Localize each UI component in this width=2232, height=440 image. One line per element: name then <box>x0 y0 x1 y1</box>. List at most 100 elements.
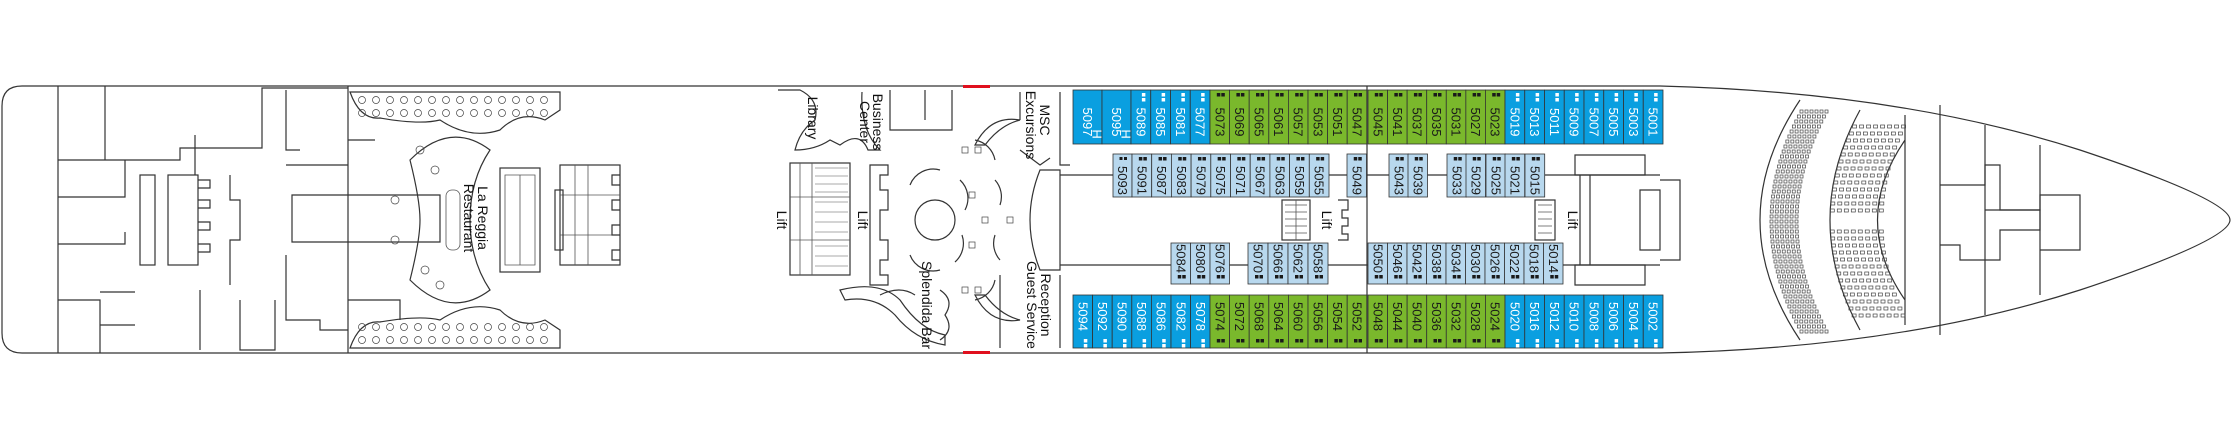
cabin-5041[interactable]: 5041 <box>1387 89 1408 145</box>
cabin-5052[interactable]: 5052 <box>1346 294 1368 349</box>
cabin-5031[interactable]: 5031 <box>1445 89 1467 145</box>
cabin-5026[interactable]: 5026 <box>1484 242 1505 285</box>
cabin-5011[interactable]: 5011 <box>1544 89 1565 145</box>
cabin-5018[interactable]: 5018 <box>1523 242 1544 285</box>
cabin-5080[interactable]: 5080 <box>1190 242 1211 285</box>
cabin-5032[interactable]: 5032 <box>1445 294 1467 349</box>
cabin-5045[interactable]: 5045 <box>1367 89 1388 145</box>
cabin-5082[interactable]: 5082 <box>1170 294 1192 349</box>
cabin-5005[interactable]: 5005 <box>1603 89 1624 145</box>
seat <box>1887 299 1893 304</box>
cabin-5038[interactable]: 5038 <box>1426 242 1447 285</box>
seat <box>1900 313 1906 318</box>
cabin-5058[interactable]: 5058 <box>1307 242 1329 285</box>
cabin-5067[interactable]: 5067 <box>1249 153 1271 198</box>
bed-icon <box>1141 93 1146 102</box>
cabin-5072[interactable]: 5072 <box>1229 294 1250 349</box>
cabin-5020[interactable]: 5020 <box>1504 294 1526 349</box>
cabin-5089[interactable]: 5089 <box>1130 89 1152 145</box>
cabin-5060[interactable]: 5060 <box>1288 294 1309 349</box>
cabin-5059[interactable]: 5059 <box>1289 153 1310 198</box>
cabin-5044[interactable]: 5044 <box>1387 294 1408 349</box>
cabin-5042[interactable]: 5042 <box>1406 242 1427 285</box>
cabin-5077[interactable]: 5077 <box>1189 89 1211 145</box>
cabin-5016[interactable]: 5016 <box>1524 294 1545 349</box>
cabin-5006[interactable]: 5006 <box>1603 294 1624 349</box>
cabin-5024[interactable]: 5024 <box>1485 294 1506 349</box>
cabin-5051[interactable]: 5051 <box>1327 89 1348 145</box>
cabin-5053[interactable]: 5053 <box>1307 89 1329 145</box>
seat <box>1810 139 1815 144</box>
cabin-5093[interactable]: 5093 <box>1112 153 1133 198</box>
cabin-5021[interactable]: 5021 <box>1504 153 1526 198</box>
cabin-5055[interactable]: 5055 <box>1308 153 1330 198</box>
cabin-5014[interactable]: 5014 <box>1543 242 1564 285</box>
cabin-5084[interactable]: 5084 <box>1170 242 1191 285</box>
cabin-5023[interactable]: 5023 <box>1485 89 1506 145</box>
cabin-5037[interactable]: 5037 <box>1406 89 1428 145</box>
cabin-5028[interactable]: 5028 <box>1465 294 1486 349</box>
cabin-5010[interactable]: 5010 <box>1563 294 1585 349</box>
cabin-5056[interactable]: 5056 <box>1307 294 1329 349</box>
cabin-5019[interactable]: 5019 <box>1504 89 1526 145</box>
cabin-5063[interactable]: 5063 <box>1269 153 1291 198</box>
cabin-5091[interactable]: 5091 <box>1131 153 1153 198</box>
cabin-5087[interactable]: 5087 <box>1151 153 1172 198</box>
bed-icon <box>1414 157 1423 161</box>
cabin-5069[interactable]: 5069 <box>1229 89 1250 145</box>
cabin-5078[interactable]: 5078 <box>1190 294 1211 349</box>
cabin-5007[interactable]: 5007 <box>1583 89 1605 145</box>
cabin-5009[interactable]: 5009 <box>1563 89 1585 145</box>
cabin-5090[interactable]: 5090 <box>1111 294 1133 349</box>
cabin-5022[interactable]: 5022 <box>1504 242 1525 285</box>
cabin-5046[interactable]: 5046 <box>1387 242 1408 285</box>
cabin-5079[interactable]: 5079 <box>1190 153 1212 198</box>
cabin-5081[interactable]: 5081 <box>1170 89 1191 145</box>
cabin-5036[interactable]: 5036 <box>1426 294 1447 349</box>
cabin-5076[interactable]: 5076 <box>1209 242 1230 285</box>
cabin-5066[interactable]: 5066 <box>1267 242 1289 285</box>
cabin-5083[interactable]: 5083 <box>1171 153 1192 198</box>
cabin-5025[interactable]: 5025 <box>1485 153 1506 198</box>
cabin-5030[interactable]: 5030 <box>1465 242 1486 285</box>
cabin-5050[interactable]: 5050 <box>1367 242 1388 285</box>
cabin-5035[interactable]: 5035 <box>1426 89 1447 145</box>
cabin-5027[interactable]: 5027 <box>1465 89 1486 145</box>
cabin-5054[interactable]: 5054 <box>1327 294 1348 349</box>
cabin-5088[interactable]: 5088 <box>1131 294 1152 349</box>
cabin-5064[interactable]: 5064 <box>1268 294 1289 349</box>
cabin-5048[interactable]: 5048 <box>1367 294 1388 349</box>
cabin-5033[interactable]: 5033 <box>1446 153 1467 198</box>
cabin-5012[interactable]: 5012 <box>1544 294 1565 349</box>
cabin-5034[interactable]: 5034 <box>1445 242 1466 285</box>
cabin-5065[interactable]: 5065 <box>1248 89 1270 145</box>
cabin-5070[interactable]: 5070 <box>1247 242 1269 285</box>
cabin-5092[interactable]: 5092 <box>1092 294 1113 349</box>
cabin-5015[interactable]: 5015 <box>1524 153 1546 198</box>
cabin-5008[interactable]: 5008 <box>1583 294 1605 349</box>
cabin-5075[interactable]: 5075 <box>1210 153 1231 198</box>
cabin-5061[interactable]: 5061 <box>1268 89 1289 145</box>
cabin-5094[interactable]: 5094 <box>1072 294 1094 349</box>
cabin-5085[interactable]: 5085 <box>1150 89 1171 145</box>
cabin-5074[interactable]: 5074 <box>1209 294 1231 349</box>
cabin-5073[interactable]: 5073 <box>1209 89 1231 145</box>
cabin-5071[interactable]: 5071 <box>1230 153 1251 198</box>
cabin-5049[interactable]: 5049 <box>1346 153 1367 198</box>
cabin-5043[interactable]: 5043 <box>1388 153 1409 198</box>
cabin-5003[interactable]: 5003 <box>1623 89 1644 145</box>
cabin-5013[interactable]: 5013 <box>1524 89 1545 145</box>
cabin-5040[interactable]: 5040 <box>1406 294 1428 349</box>
cabin-5086[interactable]: 5086 <box>1151 294 1172 349</box>
cabin-5004[interactable]: 5004 <box>1623 294 1644 349</box>
cabin-5047[interactable]: 5047 <box>1346 89 1368 145</box>
cabin-5002[interactable]: 5002 <box>1642 294 1664 349</box>
cabin-5001[interactable]: 5001 <box>1642 89 1664 145</box>
cabin-5068[interactable]: 5068 <box>1248 294 1270 349</box>
cabin-5029[interactable]: 5029 <box>1465 153 1486 198</box>
cabin-5039[interactable]: 5039 <box>1407 153 1428 198</box>
cabin-5062[interactable]: 5062 <box>1287 242 1309 285</box>
cabin-5057[interactable]: 5057 <box>1288 89 1309 145</box>
